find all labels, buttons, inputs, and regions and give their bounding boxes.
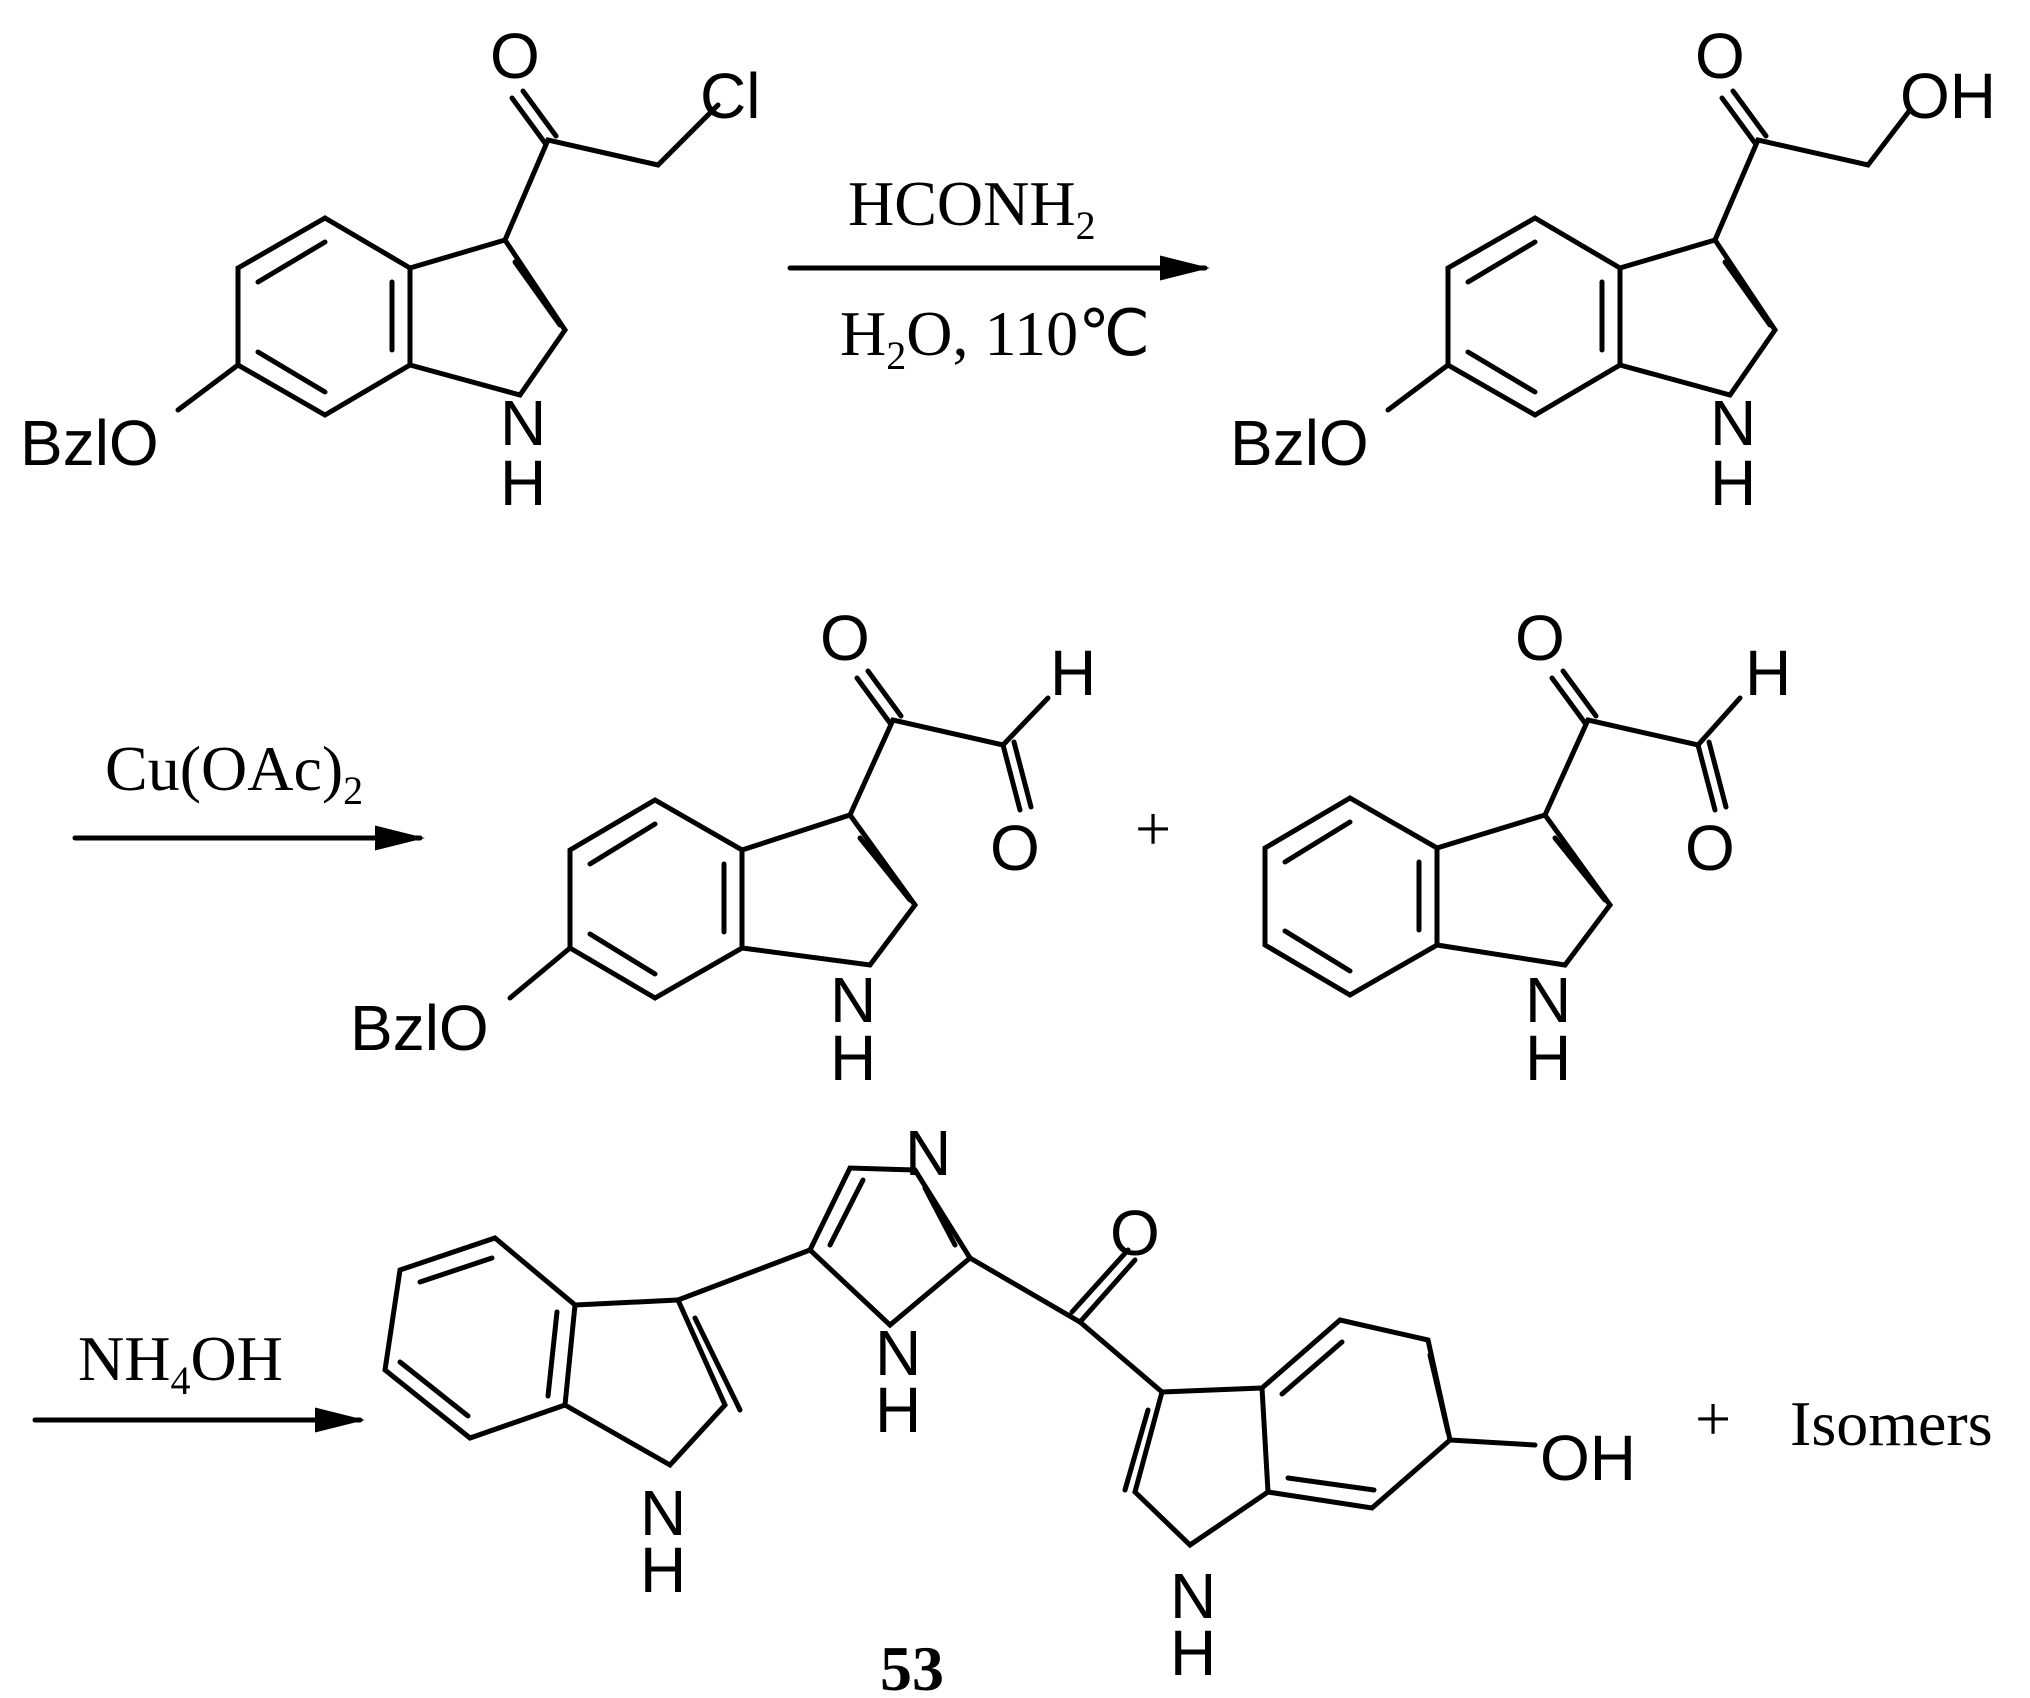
molecule-indolyl-glyoxal: O H O N H	[1262, 602, 1791, 1094]
hydroxyl-label: OH	[1540, 1422, 1636, 1494]
product-53: N O N H N H N H OH	[382, 1117, 1636, 1689]
chlorine-label: Cl	[700, 60, 760, 132]
plus-sign: +	[1135, 793, 1171, 864]
indole-nitrogen-label: N	[1710, 387, 1756, 459]
reagent-formamide: HCONH2	[848, 168, 1096, 248]
carbonyl-oxygen-label: O	[820, 602, 870, 674]
molecule-benzyloxy-indolyl-glyoxal: O H O N H BzlO	[350, 602, 1096, 1094]
left-indole-nitrogen-label: N	[640, 1477, 686, 1549]
carbonyl-oxygen-label: O	[1515, 602, 1565, 674]
indole-nitrogen-label: N	[830, 964, 876, 1036]
reagent-water-temperature: H2O, 110℃	[840, 298, 1150, 378]
carbonyl-oxygen-label: O	[490, 20, 540, 92]
reaction-arrow-3: NH4OH	[32, 1323, 365, 1433]
indole-nh-hydrogen-label: H	[1525, 1022, 1571, 1094]
imidazole-nitrogen-label: N	[905, 1117, 951, 1189]
hydroxyl-label: OH	[1900, 60, 1996, 132]
plus-sign: +	[1695, 1383, 1731, 1454]
indole-nitrogen-label: N	[500, 387, 546, 459]
benzyloxy-label: BzlO	[20, 407, 159, 479]
molecule-hydroxyacetyl-indole: O OH N H BzlO	[1230, 20, 1996, 519]
imidazole-nh-hydrogen-label: H	[875, 1374, 921, 1446]
compound-number-53: 53	[880, 1633, 944, 1698]
indole-nh-hydrogen-label: H	[1710, 447, 1756, 519]
aldehyde-oxygen-label: O	[1685, 812, 1735, 884]
indole-nh-hydrogen-label: H	[500, 447, 546, 519]
aldehyde-hydrogen-label: H	[1050, 637, 1096, 709]
right-indole-nitrogen-label: N	[1170, 1560, 1216, 1632]
indole-nitrogen-label: N	[1525, 964, 1571, 1036]
benzyloxy-label: BzlO	[1230, 407, 1369, 479]
carbonyl-oxygen-label: O	[1695, 20, 1745, 92]
molecule-chloroacetyl-indole: O Cl N H BzlO	[20, 20, 760, 519]
reagent-ammonium-hydroxide: NH4OH	[78, 1323, 283, 1403]
aldehyde-hydrogen-label: H	[1745, 637, 1791, 709]
benzyloxy-label: BzlO	[350, 992, 489, 1064]
isomers-label: Isomers	[1790, 1388, 1993, 1459]
ketone-oxygen-label: O	[1110, 1197, 1160, 1269]
reaction-arrow-2: Cu(OAc)2	[72, 733, 425, 851]
left-indole-nh-hydrogen-label: H	[640, 1534, 686, 1606]
right-indole-nh-hydrogen-label: H	[1170, 1617, 1216, 1689]
imidazole-nh-nitrogen-label: N	[875, 1317, 921, 1389]
indole-nh-hydrogen-label: H	[830, 1022, 876, 1094]
reaction-arrow-1: HCONH2 H2O, 110℃	[787, 168, 1210, 378]
aldehyde-oxygen-label: O	[990, 812, 1040, 884]
reagent-copper-acetate: Cu(OAc)2	[105, 733, 363, 813]
